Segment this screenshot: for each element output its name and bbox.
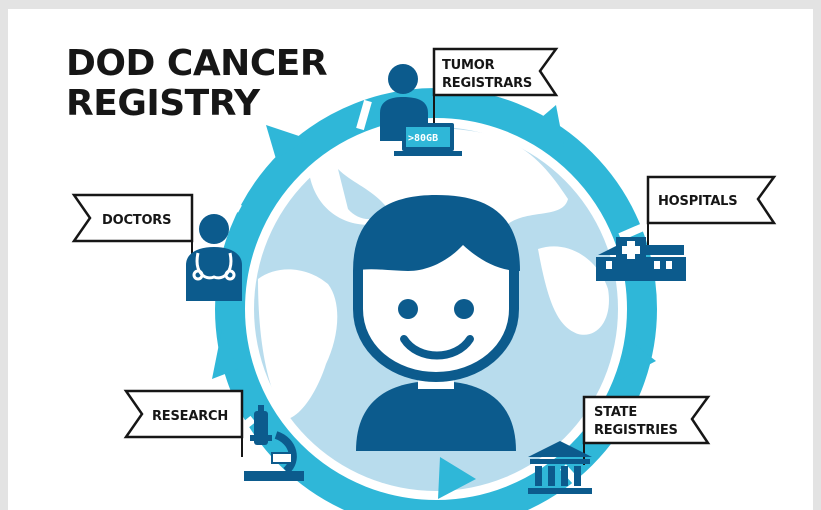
arrow-head-top-left — [266, 125, 308, 159]
node-research: RESEARCH — [123, 389, 304, 481]
node-hospitals: HOSPITALS — [596, 175, 777, 281]
arrow-head-bottom — [438, 457, 476, 499]
hospitals-label: HOSPITALS — [658, 194, 737, 209]
flag-research: RESEARCH — [123, 389, 244, 457]
doctors-label: DOCTORS — [102, 213, 171, 228]
research-label: RESEARCH — [152, 409, 228, 424]
node-doctors: DOCTORS — [71, 193, 242, 301]
flag-doctors: DOCTORS — [71, 193, 194, 261]
tumor-registrars-label-2: REGISTRARS — [442, 76, 532, 91]
patient-face-icon — [353, 195, 520, 451]
node-tumor-registrars: TUMOR REGISTRARS >80GB — [380, 47, 559, 156]
government-building-icon — [528, 441, 592, 494]
arrow-head-left — [212, 329, 238, 379]
node-state-registries: STATE REGISTRIES — [528, 395, 711, 494]
arrow-head-right — [618, 339, 656, 381]
tumor-registrars-label-1: TUMOR — [442, 58, 495, 73]
storage-badge: >80GB — [408, 133, 438, 144]
hospital-icon — [596, 237, 686, 281]
state-registries-label-2: REGISTRIES — [594, 423, 678, 438]
laptop-person-icon: >80GB — [380, 64, 462, 156]
state-registries-label-1: STATE — [594, 405, 637, 420]
title-line-2: REGISTRY — [66, 83, 261, 124]
registry-diagram: DOD CANCER REGISTRY — [66, 43, 777, 510]
doctor-stethoscope-icon — [186, 214, 242, 301]
flag-hospitals: HOSPITALS — [646, 175, 777, 247]
arrow-head-top-right — [528, 105, 564, 147]
title-line-1: DOD CANCER — [66, 43, 327, 84]
microscope-icon — [244, 405, 304, 481]
flag-state-registries: STATE REGISTRIES — [582, 395, 711, 465]
flag-tumor-registrars: TUMOR REGISTRARS — [432, 47, 559, 129]
